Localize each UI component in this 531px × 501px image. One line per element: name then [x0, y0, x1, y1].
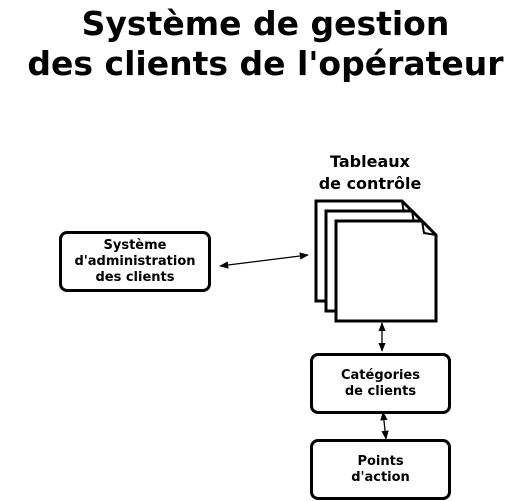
- dashboards-label: Tableaux de contrôle: [318, 152, 422, 193]
- action-points-node: Points d'action: [310, 439, 451, 500]
- title-line-1: Système de gestion: [81, 4, 450, 43]
- arrow-categories-actions: [380, 411, 389, 440]
- title-line-2: des clients de l'opérateur: [27, 44, 504, 83]
- arrow-admin-dashboards: [219, 252, 309, 269]
- client-categories-node: Catégories de clients: [310, 353, 451, 414]
- diagram-title: Système de gestion des clients de l'opér…: [0, 4, 531, 84]
- admin-system-node: Système d'administration des clients: [59, 231, 211, 292]
- dashboards-stack-icon: [314, 199, 438, 323]
- dashboard-page-front-fold: [421, 220, 437, 236]
- dashboard-page-front: [334, 219, 438, 323]
